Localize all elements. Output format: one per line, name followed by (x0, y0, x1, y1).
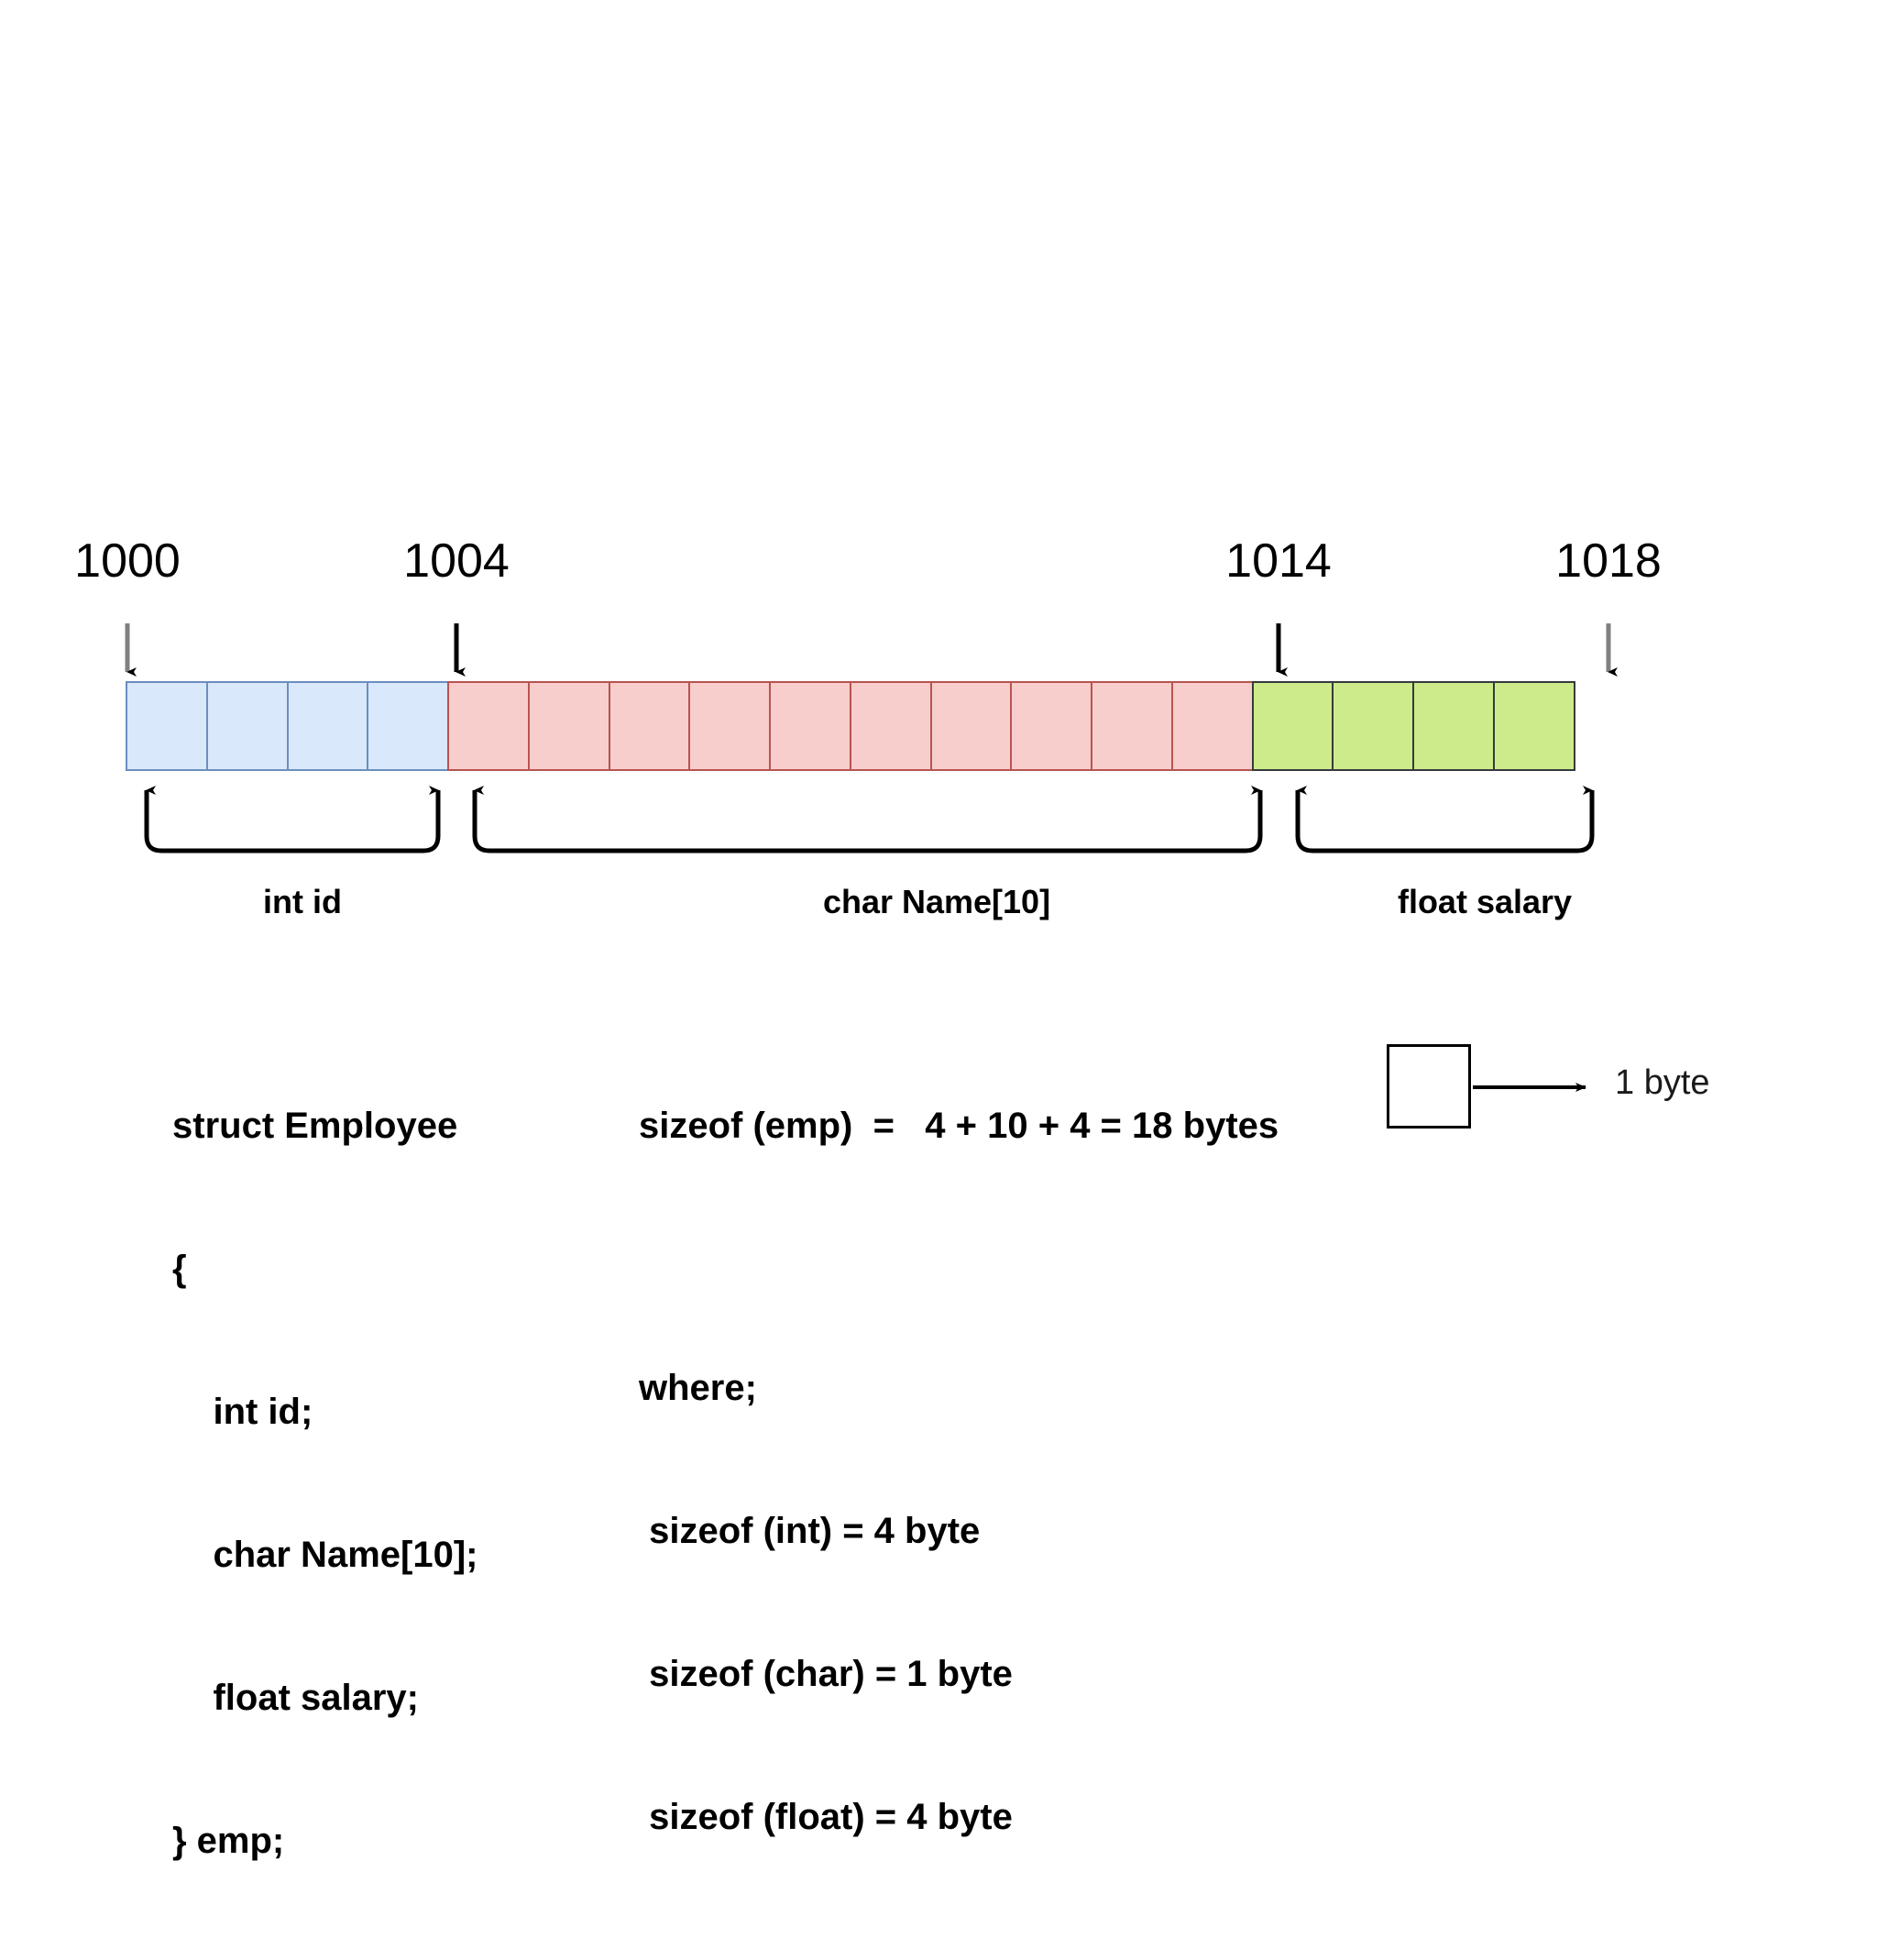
diagram-canvas: 1000 1004 1014 1018 (74, 534, 1710, 1861)
byte-cell[interactable] (447, 681, 530, 771)
bracket-char-name (472, 786, 1263, 853)
code-line: float salary; (172, 1678, 419, 1718)
spacer (639, 1245, 1279, 1269)
legend-byte-label: 1 byte (1615, 1063, 1710, 1102)
byte-cell[interactable] (1091, 681, 1173, 771)
byte-cell[interactable] (126, 681, 208, 771)
byte-cell[interactable] (527, 681, 610, 771)
byte-cell[interactable] (1251, 681, 1334, 771)
sizeof-explanation-block: sizeof (emp) = 4 + 10 + 4 = 18 bytes whe… (639, 1007, 1279, 1936)
sizeof-entry: sizeof (int) = 4 byte (639, 1511, 981, 1551)
byte-cell[interactable] (1493, 681, 1575, 771)
segment-float-salary[interactable] (1251, 681, 1575, 771)
code-line: int id; (172, 1392, 313, 1432)
sizeof-entry: sizeof (char) = 1 byte (639, 1654, 1013, 1694)
code-line: { (172, 1249, 187, 1289)
segment-char-name[interactable] (447, 681, 1254, 771)
sizeof-where-label: where; (639, 1368, 757, 1408)
sizeof-entry: sizeof (float) = 4 byte (639, 1797, 1013, 1837)
segment-int-id[interactable] (126, 681, 450, 771)
code-line: } emp; (172, 1821, 285, 1861)
field-label-int-id: int id (263, 883, 342, 920)
byte-cell[interactable] (1412, 681, 1496, 771)
address-label-1004: 1004 (403, 534, 510, 588)
code-line: struct Employee (172, 1106, 458, 1146)
byte-cell[interactable] (849, 681, 932, 771)
field-label-char-name: char Name[10] (822, 883, 1051, 920)
byte-cell[interactable] (608, 681, 691, 771)
byte-cell[interactable] (1010, 681, 1093, 771)
code-line: char Name[10]; (172, 1535, 478, 1575)
byte-cell[interactable] (688, 681, 772, 771)
memory-layout-bar (126, 681, 1575, 771)
byte-cell[interactable] (367, 681, 450, 771)
address-label-1014: 1014 (1225, 534, 1332, 588)
byte-cell[interactable] (1332, 681, 1415, 771)
field-label-float-salary: float salary (1397, 883, 1573, 920)
byte-cell[interactable] (286, 681, 369, 771)
byte-cell[interactable] (205, 681, 289, 771)
address-label-1018: 1018 (1555, 534, 1662, 588)
address-pointer-arrows (125, 623, 1618, 677)
legend-byte-swatch (1387, 1044, 1471, 1129)
address-label-1000: 1000 (74, 534, 181, 588)
sizeof-headline: sizeof (emp) = 4 + 10 + 4 = 18 bytes (639, 1106, 1279, 1146)
struct-code-block: struct Employee { int id; char Name[10];… (172, 1007, 477, 1960)
bracket-int-id (144, 786, 441, 853)
bracket-float-salary (1295, 786, 1595, 853)
byte-cell[interactable] (929, 681, 1013, 771)
byte-cell[interactable] (1170, 681, 1254, 771)
byte-cell[interactable] (769, 681, 851, 771)
